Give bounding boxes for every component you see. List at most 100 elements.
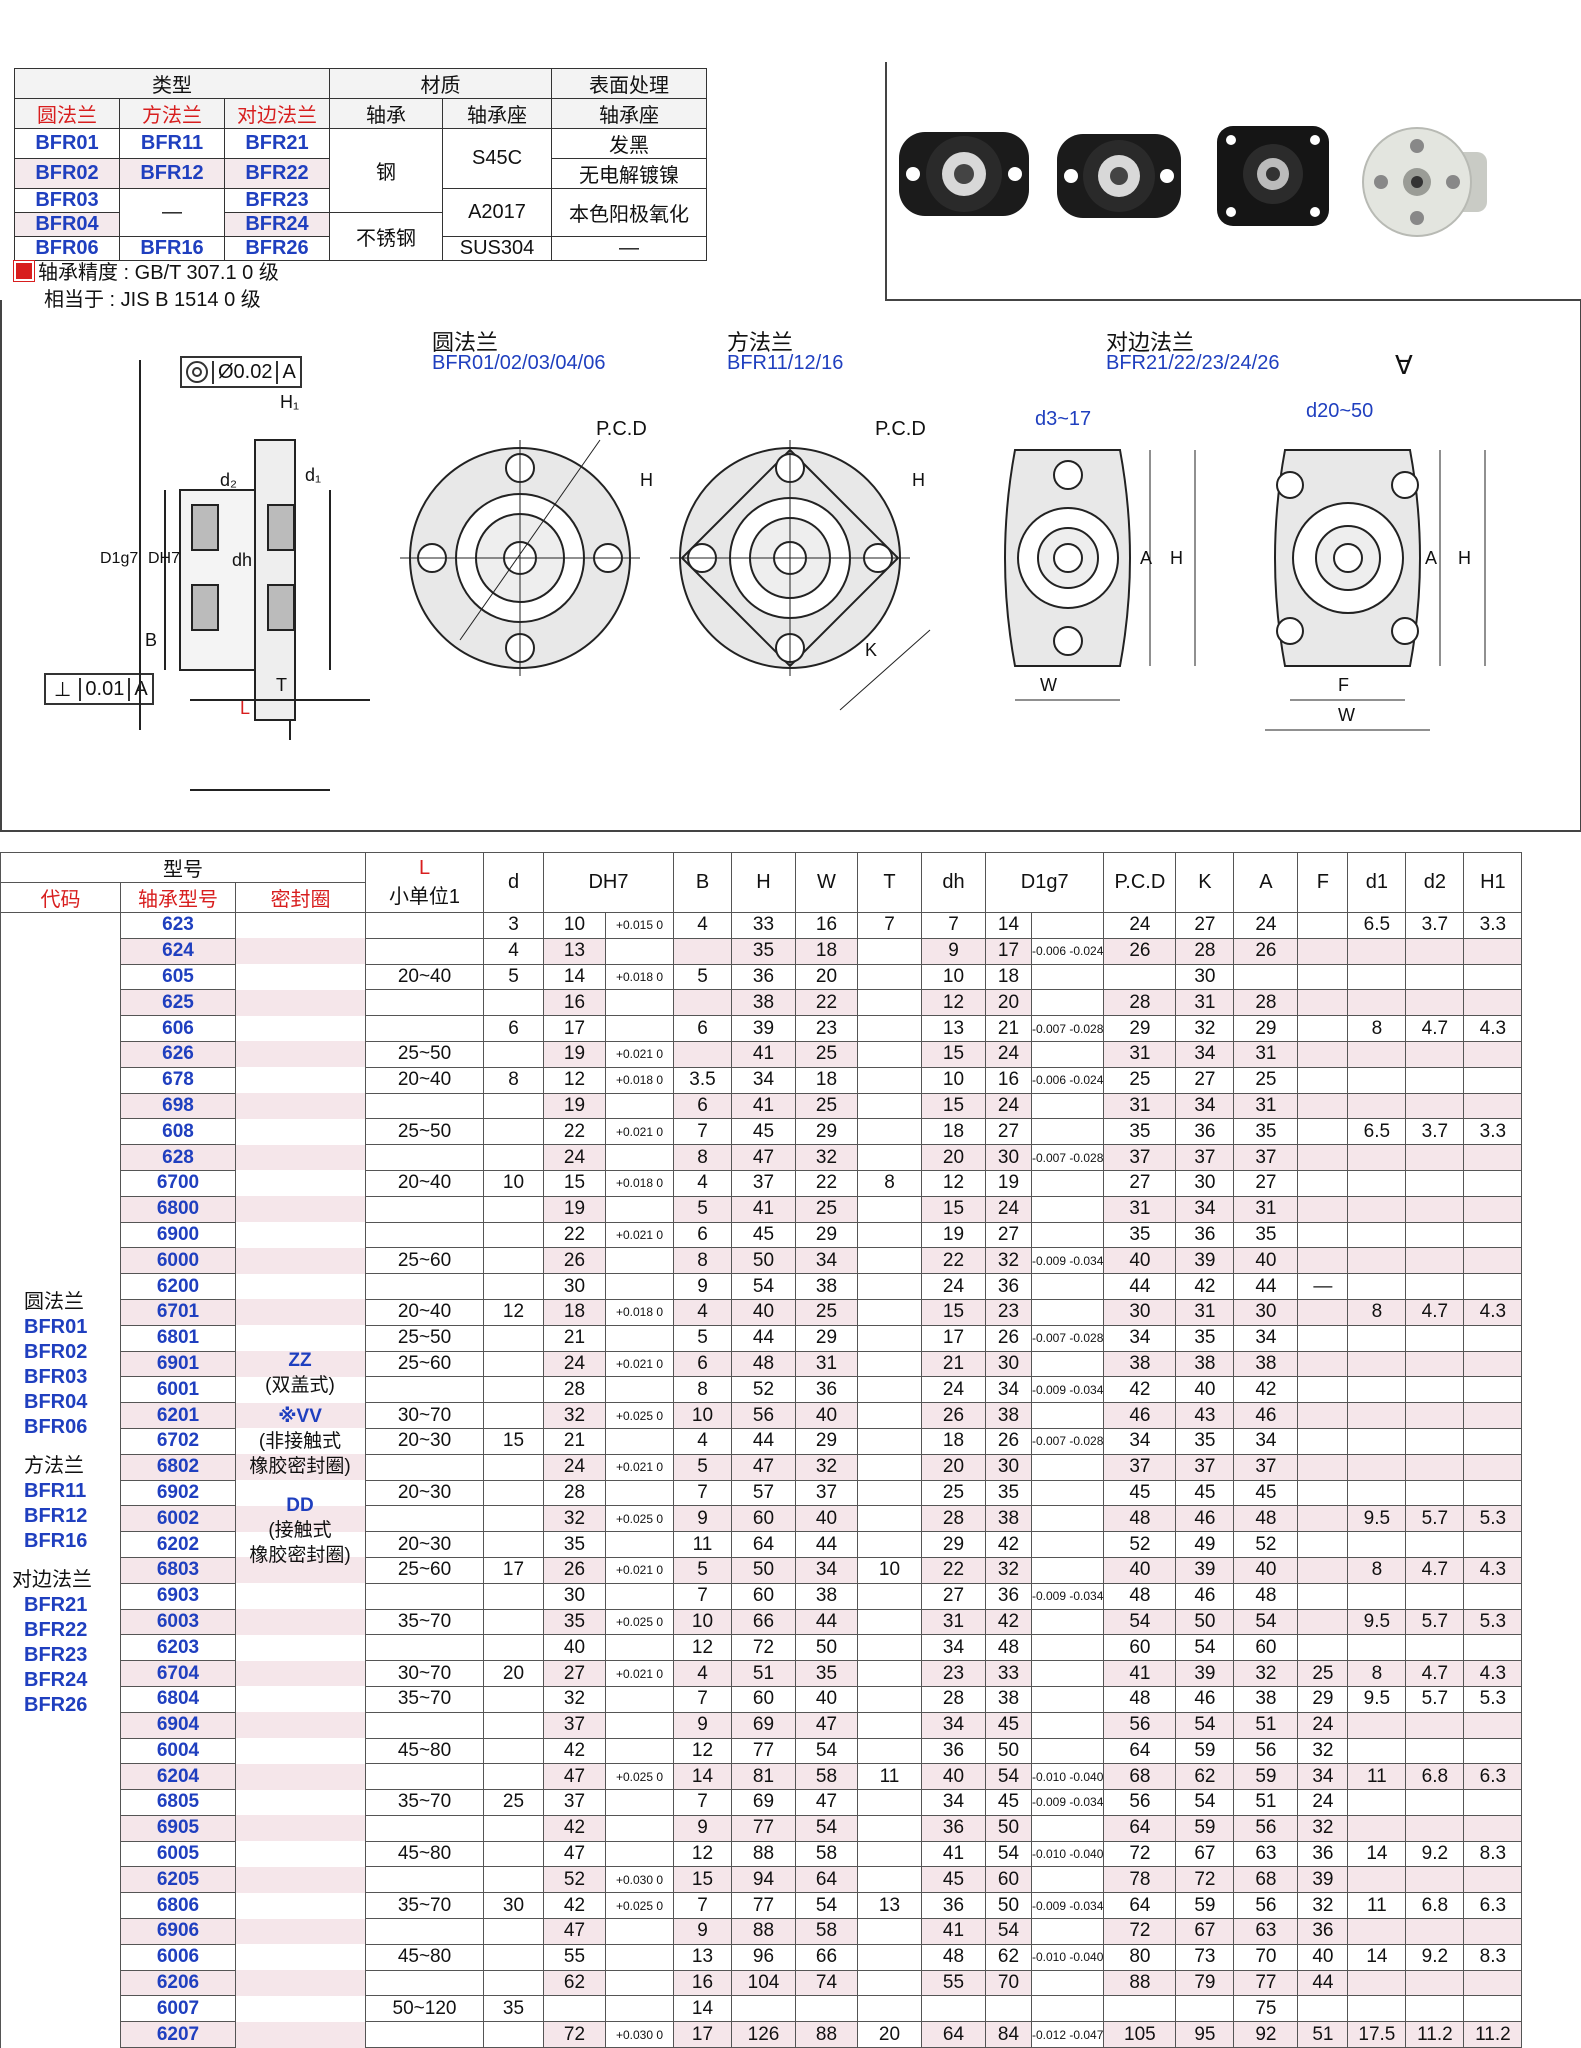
cell-d2 xyxy=(1405,1195,1465,1223)
cell-b: 8 xyxy=(673,1144,732,1171)
code-cell xyxy=(0,1247,121,1274)
cell-d1 xyxy=(1347,1402,1407,1429)
cell-w: 44 xyxy=(795,1531,858,1558)
cell-d1: 38 xyxy=(985,1685,1032,1713)
h1-dim-label: H₁ xyxy=(280,392,300,412)
round-flange-drawing xyxy=(400,439,640,676)
cell-d1t: -0.009 -0.034 xyxy=(1030,1582,1105,1610)
cell-b: 9 xyxy=(673,1505,732,1533)
sub-round: 圆法兰 xyxy=(14,98,120,129)
cell-t xyxy=(857,1402,922,1429)
type-row: BFR01 BFR11 BFR21 钢 S45C 发黑 xyxy=(14,128,707,213)
dh7-dim-label: DH7 xyxy=(148,550,181,567)
cell-dt xyxy=(605,1195,674,1223)
cell-d xyxy=(483,1402,544,1429)
square-group-code: BFR12 xyxy=(24,1505,88,1527)
bearing-material: 钢 xyxy=(329,128,443,213)
cell-k: 27 xyxy=(1175,912,1235,939)
seal-cell xyxy=(235,1609,366,1635)
sub-housing: 轴承座 xyxy=(442,98,552,129)
cell-l: 25~60 xyxy=(365,1350,484,1378)
cell-w: 74 xyxy=(795,1969,858,1997)
cell-d1: 62 xyxy=(985,1943,1032,1971)
cell-dt: +0.021 0 xyxy=(605,1118,674,1146)
cell-d1 xyxy=(1347,1918,1407,1945)
cell-b: 11 xyxy=(673,1531,732,1558)
cell-dt: +0.018 0 xyxy=(605,1298,674,1326)
cell-f xyxy=(1297,989,1349,1017)
cell-b: 7 xyxy=(673,1582,732,1610)
cell-d1 xyxy=(1347,1247,1407,1275)
cell-k: 50 xyxy=(1175,1608,1235,1636)
cell-d1: 14 xyxy=(1347,1943,1407,1971)
cell-f xyxy=(1297,1453,1349,1481)
cell-d1t: -0.010 -0.040 xyxy=(1030,1763,1105,1791)
cell-d2: 4.7 xyxy=(1405,1298,1465,1326)
cell-bm: 6701 xyxy=(120,1298,236,1326)
seal-cell xyxy=(235,1557,366,1584)
cell-f xyxy=(1297,1634,1349,1662)
cell-h: 50 xyxy=(731,1247,796,1275)
cell-bm: 6903 xyxy=(120,1582,236,1610)
cell-f xyxy=(1297,1427,1349,1455)
cell-d xyxy=(483,1814,544,1842)
cell-p: 31 xyxy=(1103,1040,1177,1068)
cell-d2: 9.2 xyxy=(1405,1840,1465,1868)
cell-t xyxy=(857,1298,922,1326)
cell-dt xyxy=(605,1995,674,2023)
cell-d1: 36 xyxy=(985,1582,1032,1610)
cell-h1 xyxy=(1463,1092,1523,1120)
cell-b xyxy=(673,1040,732,1068)
cell-k: 43 xyxy=(1175,1402,1235,1429)
code-cell xyxy=(0,1763,121,1790)
cell-d1: 6.5 xyxy=(1347,1118,1407,1146)
type-header: 类型 xyxy=(14,68,330,99)
seal-cell xyxy=(235,1015,366,1042)
cell-dh: 34 xyxy=(921,1711,986,1739)
cell-d1: 6.5 xyxy=(1347,912,1407,939)
cell-b: 7 xyxy=(673,1892,732,1920)
cell-dt xyxy=(605,1582,674,1610)
cell-p: 56 xyxy=(1103,1711,1177,1739)
cell-d2 xyxy=(1405,1634,1465,1662)
cell-d1 xyxy=(1347,1066,1407,1094)
cell-dt xyxy=(605,1376,674,1404)
cell-p: 35 xyxy=(1103,1118,1177,1146)
cell-w: 23 xyxy=(795,1015,858,1042)
cell-d2 xyxy=(1405,1247,1465,1275)
cell-w: 37 xyxy=(795,1479,858,1507)
cell-d1t: -0.006 -0.024 xyxy=(1030,1066,1105,1094)
cell-bm: 605 xyxy=(120,963,236,991)
cell-k: 46 xyxy=(1175,1582,1235,1610)
cell-d1t xyxy=(1030,1118,1105,1146)
cell-d1: 70 xyxy=(985,1969,1032,1997)
cell-bm: 6004 xyxy=(120,1737,236,1765)
cell-h: 36 xyxy=(731,963,796,991)
cell-t xyxy=(857,1789,922,1816)
cell-b: 6 xyxy=(673,1092,732,1120)
cell-d1 xyxy=(1347,1169,1407,1197)
cell-d xyxy=(483,1918,544,1945)
cell-t xyxy=(857,1273,922,1300)
perpendicularity-value: 0.01 xyxy=(79,677,128,701)
cell-bm: 6203 xyxy=(120,1634,236,1662)
seal-cell xyxy=(235,1763,366,1790)
cell-d: 10 xyxy=(543,912,606,939)
cell-l xyxy=(365,1634,484,1662)
cell-k: 30 xyxy=(1175,963,1235,991)
cell-bm: 6001 xyxy=(120,1376,236,1404)
cell-a: 38 xyxy=(1233,1685,1299,1713)
cell-d2: 6.8 xyxy=(1405,1892,1465,1920)
cell-d2 xyxy=(1405,1144,1465,1171)
cell-t xyxy=(857,1144,922,1171)
cell-d: 24 xyxy=(543,1350,606,1378)
cell-b: 12 xyxy=(673,1737,732,1765)
cell-k: 39 xyxy=(1175,1660,1235,1687)
cell-l xyxy=(365,1711,484,1739)
cell-a: 56 xyxy=(1233,1737,1299,1765)
cell-p: 52 xyxy=(1103,1531,1177,1558)
cell-bm: 6901 xyxy=(120,1350,236,1378)
opposite-flange-small-drawing xyxy=(1004,449,1196,701)
